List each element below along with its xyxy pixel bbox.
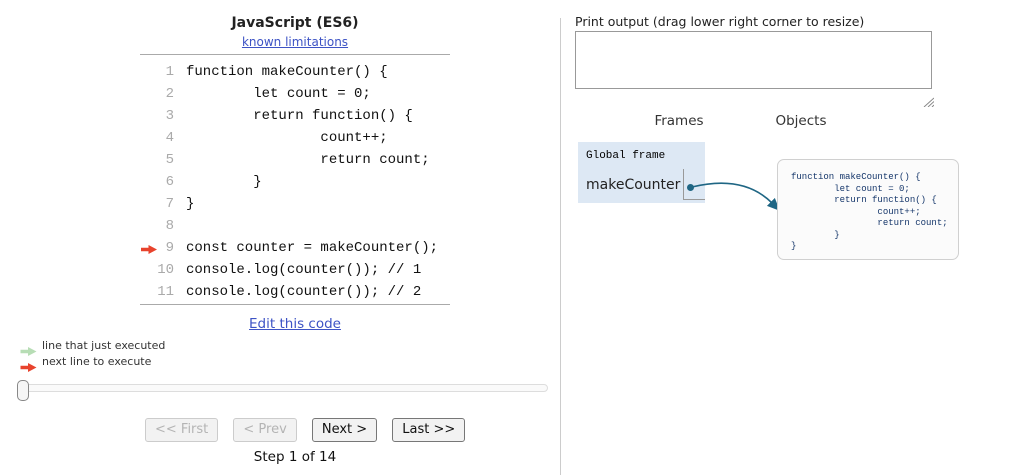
frames-header: Frames xyxy=(654,113,704,129)
line-number: 7 xyxy=(165,196,174,212)
line-number: 1 xyxy=(165,64,174,80)
code-text: let count = 0; xyxy=(186,86,371,102)
line-number: 3 xyxy=(165,108,174,124)
legend-label: line that just executed xyxy=(42,338,166,352)
edit-this-code-link[interactable]: Edit this code xyxy=(249,316,341,332)
code-text: } xyxy=(186,174,262,190)
code-line-6: 6 } xyxy=(140,171,470,193)
code-text: return function() { xyxy=(186,108,413,124)
pointer-arrow xyxy=(691,182,780,211)
function-object-code: function makeCounter() { let count = 0; … xyxy=(791,172,948,251)
next-line-arrow-icon xyxy=(141,243,157,254)
code-top-divider xyxy=(140,54,450,55)
resize-grip-icon[interactable] xyxy=(922,92,935,108)
legend-just-executed: line that just executed xyxy=(20,337,166,356)
code-line-9-current: 9 const counter = makeCounter(); xyxy=(140,237,470,259)
panel-divider xyxy=(560,18,561,475)
print-output-textarea[interactable] xyxy=(575,31,932,89)
line-number: 6 xyxy=(165,174,174,190)
line-number: 5 xyxy=(165,152,174,168)
legend-next-line: next line to execute xyxy=(20,353,165,372)
code-header: JavaScript (ES6) known limitations xyxy=(140,15,450,50)
frame-title: Global frame xyxy=(586,150,666,162)
code-text: console.log(counter()); // 1 xyxy=(186,262,422,278)
code-line-8: 8 xyxy=(140,215,470,237)
green-arrow-icon xyxy=(20,341,37,356)
legend-label: next line to execute xyxy=(42,354,152,368)
line-number: 9 xyxy=(165,240,174,256)
code-line-3: 3 return function() { xyxy=(140,105,470,127)
code-text: console.log(counter()); // 2 xyxy=(186,284,422,300)
code-line-11: 11 console.log(counter()); // 2 xyxy=(140,281,470,303)
code-line-10: 10 console.log(counter()); // 1 xyxy=(140,259,470,281)
step-slider-handle[interactable] xyxy=(17,380,29,401)
step-slider-track[interactable] xyxy=(19,384,548,392)
code-text: function makeCounter() { xyxy=(186,64,388,80)
prev-button[interactable]: < Prev xyxy=(233,418,297,442)
print-output-label: Print output (drag lower right corner to… xyxy=(575,14,865,29)
line-number: 10 xyxy=(157,262,174,278)
code-line-1: 1 function makeCounter() { xyxy=(140,61,470,83)
global-frame: Global frame makeCounter xyxy=(578,142,705,203)
code-text: const counter = makeCounter(); xyxy=(186,240,439,256)
line-number: 11 xyxy=(157,284,174,300)
language-label: JavaScript (ES6) xyxy=(231,15,359,31)
navigation-buttons: << First < Prev Next > Last >> xyxy=(140,418,466,442)
last-button[interactable]: Last >> xyxy=(392,418,466,442)
code-line-7: 7} xyxy=(140,193,470,215)
code-bottom-divider xyxy=(140,304,450,305)
code-line-2: 2 let count = 0; xyxy=(140,83,470,105)
pointer-origin-dot xyxy=(687,184,694,191)
red-arrow-icon xyxy=(20,357,37,372)
line-number: 4 xyxy=(165,130,174,146)
code-line-5: 5 return count; xyxy=(140,149,470,171)
first-button[interactable]: << First xyxy=(145,418,219,442)
code-line-4: 4 count++; xyxy=(140,127,470,149)
line-number: 2 xyxy=(165,86,174,102)
code-text: } xyxy=(186,196,195,212)
step-counter: Step 1 of 14 xyxy=(253,449,337,465)
code-listing: 1 function makeCounter() { 2 let count = … xyxy=(140,61,470,303)
line-number: 8 xyxy=(165,218,174,234)
arrow-legend: line that just executed next line to exe… xyxy=(20,337,166,372)
function-object: function makeCounter() { let count = 0; … xyxy=(777,159,959,260)
objects-header: Objects xyxy=(775,113,827,129)
variable-makecounter: makeCounter xyxy=(586,177,681,193)
known-limitations-link[interactable]: known limitations xyxy=(241,35,349,49)
variable-value-cell xyxy=(683,169,705,200)
next-button[interactable]: Next > xyxy=(311,418,378,442)
code-text: return count; xyxy=(186,152,430,168)
code-text: count++; xyxy=(186,130,388,146)
